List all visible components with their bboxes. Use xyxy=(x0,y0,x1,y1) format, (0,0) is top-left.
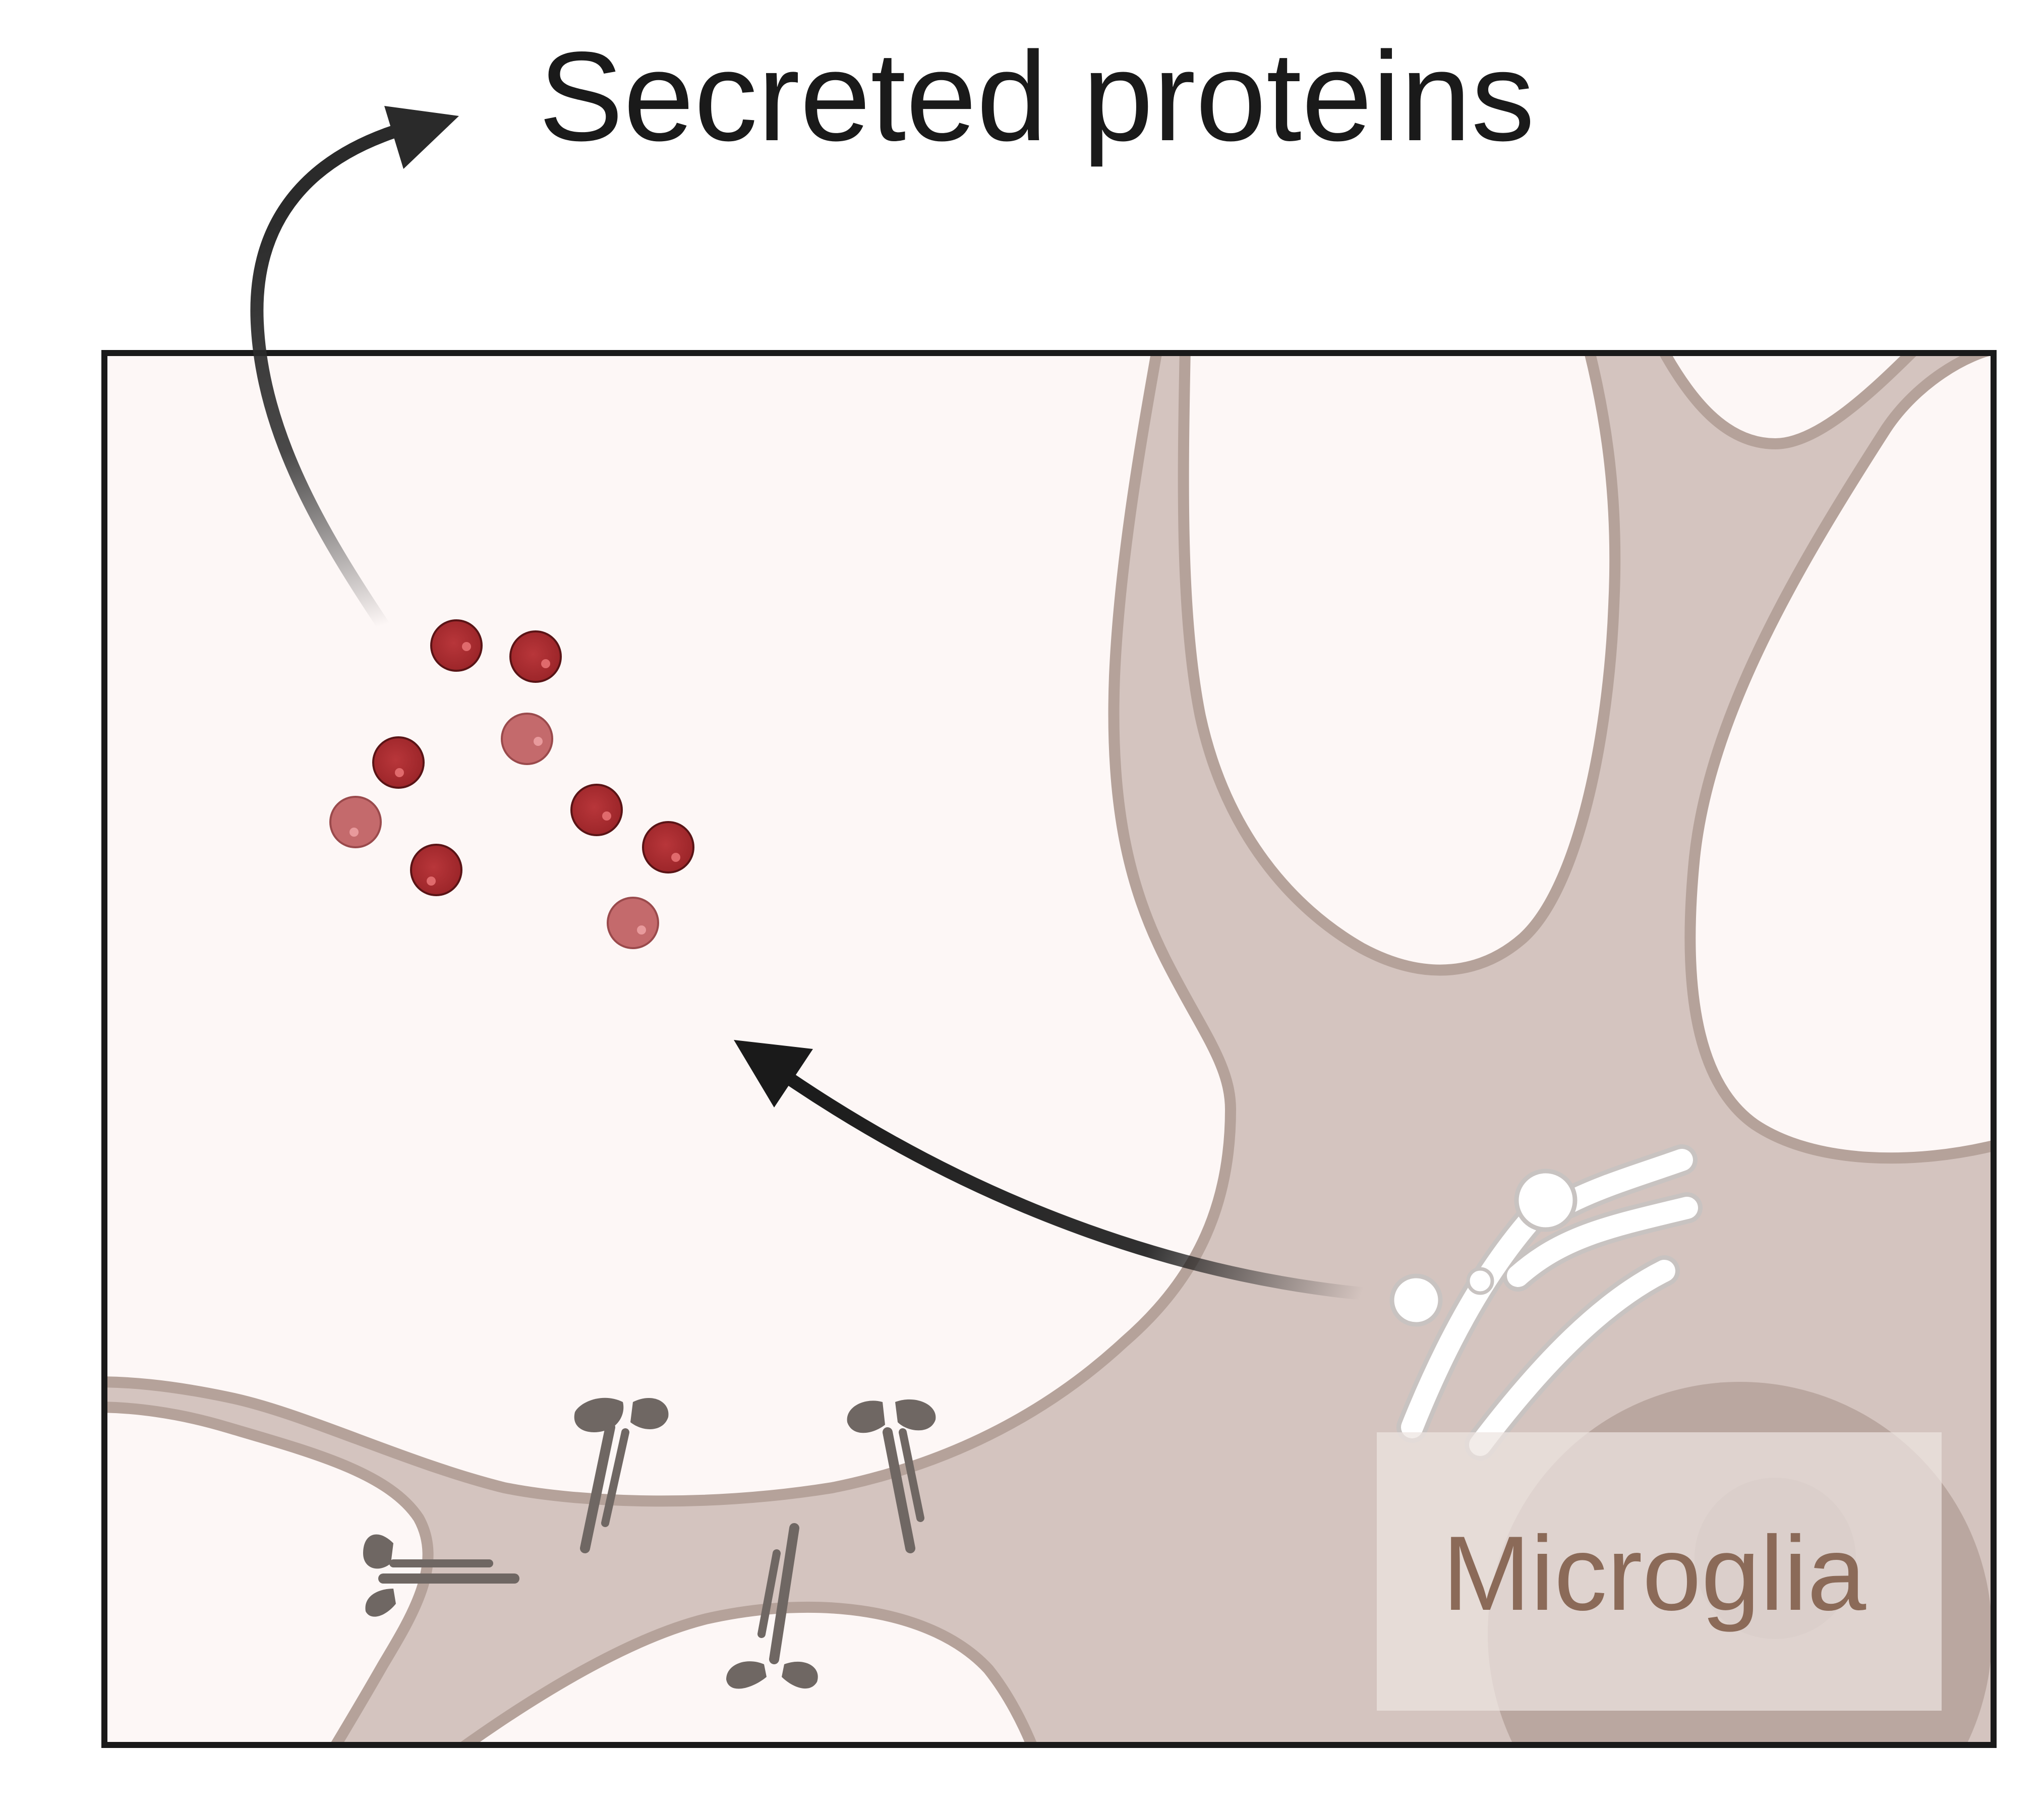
secreted-protein-icon xyxy=(570,784,623,836)
secreted-protein-icon xyxy=(372,736,425,789)
secretion-arrow-out xyxy=(250,106,459,632)
receptor-icon xyxy=(574,1397,669,1553)
secretion-arrow-from-golgi xyxy=(734,1040,1368,1300)
cell-label-box xyxy=(1377,1432,1942,1711)
secreted-protein-icon xyxy=(329,796,382,848)
receptor-icon xyxy=(847,1399,936,1553)
golgi-apparatus-icon xyxy=(1389,1144,1703,1461)
secreted-protein-icon xyxy=(410,844,462,896)
secreted-protein-icon xyxy=(642,821,694,873)
secreted-protein-icon xyxy=(607,897,659,949)
receptor-icon xyxy=(363,1534,519,1617)
title: Secreted proteins xyxy=(539,26,1535,167)
frame-border xyxy=(101,350,1997,1748)
cell-label: Microglia xyxy=(1442,1514,1866,1632)
secreted-protein-icon xyxy=(501,713,553,765)
receptor-icon xyxy=(726,1523,818,1689)
secreted-protein-icon xyxy=(430,619,483,672)
secreted-proteins-cluster xyxy=(329,619,694,949)
secreted-protein-icon xyxy=(509,630,562,683)
